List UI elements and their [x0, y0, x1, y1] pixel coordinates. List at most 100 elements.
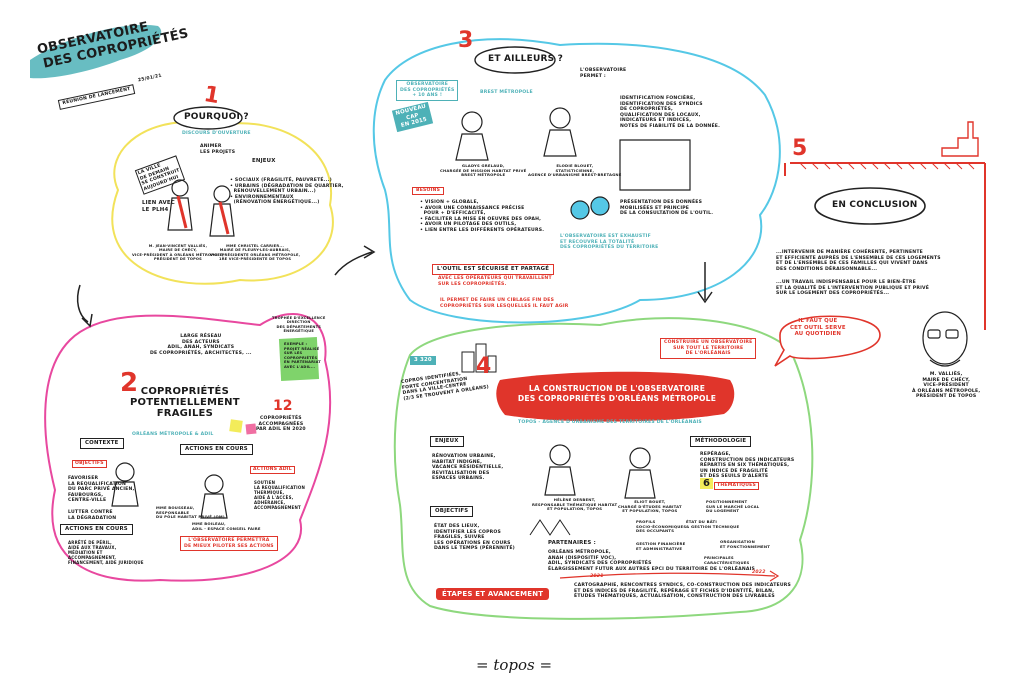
binoculars-icon	[570, 196, 610, 220]
section1-title: POURQUOI ?	[184, 112, 249, 122]
header: OBSERVATOIRE DES COPROPRIÉTÉS	[36, 19, 190, 72]
person-figures-section4	[544, 444, 656, 499]
conclusion-bubble	[814, 187, 926, 225]
section3-obs-permet: L'OBSERVATOIRE PERMET :	[580, 68, 627, 79]
section3-securise-sub: AVEC LES OPÉRATEURS QUI TRAVAILLENT SUR …	[438, 276, 552, 287]
section4-stat: 3 320	[410, 356, 436, 365]
section5-border	[784, 162, 986, 330]
et-ailleurs-bubble	[474, 46, 556, 74]
section3-observatoire: OBSERVATOIRE DES COPROPRIÉTÉS + 10 ANS !	[396, 80, 459, 101]
section4-enjeux-items: RÉNOVATION URBAINE, HABITAT INDIGNE, VAC…	[432, 454, 504, 482]
section4-methodo-items: REPÉRAGE, CONSTRUCTION DES INDICATEURS R…	[700, 452, 795, 480]
section5-person: M. VALLIÈS, MAIRE DE CHÉCY, VICE-PRÉSIDE…	[912, 372, 981, 400]
section3-permet-items: IDENTIFICATION FONCIÈRE, IDENTIFICATION …	[620, 96, 721, 129]
section3-person1: GLADYS GRELAUD, CHARGÉE DE MISSION HABIT…	[440, 163, 527, 178]
section4-banner: LA CONSTRUCTION DE L'OBSERVATOIRE DES CO…	[506, 384, 728, 404]
section5-quote2: ...UN TRAVAIL INDISPENSABLE POUR LE BIEN…	[776, 280, 930, 297]
section4-objectifs-items: ÉTAT DES LIEUX, IDENTIFIER LES COPROS FR…	[434, 524, 515, 552]
arrow-1-to-2	[76, 284, 89, 323]
section1-animer: ANIMER LES PROJETS	[200, 144, 236, 155]
section2-person-left: MME BOUSSEAU, RESPONSABLE DU PÔLE HABITA…	[156, 505, 225, 520]
buildings-icon	[461, 343, 497, 373]
section2-lutter: LUTTER CONTRE LA DÉGRADATION	[68, 510, 117, 521]
section4-theme6: PRINCIPALES CARACTÉRISTIQUES	[704, 555, 750, 565]
postit-pink	[245, 423, 257, 435]
section4-theme4: GESTION FINANCIÈRE ET ADMINISTRATIVE	[636, 541, 686, 551]
section1-enjeux-items: • SOCIAUX (FRAGILITÉ, PAUVRETÉ...) • URB…	[230, 178, 344, 206]
section5-title: EN CONCLUSION	[832, 200, 918, 210]
pourquoi-bubble	[173, 106, 243, 130]
pointing-hand-icon	[941, 121, 979, 157]
section1-person2: MME CHRISTEL CARRIER... MAIRE DE FLEURY-…	[210, 244, 301, 262]
section5-number: 5	[792, 136, 808, 161]
section4-partenaires-items: ORLÉANS MÉTROPOLE, ANAH (DISPOSITIF VOC)…	[548, 550, 756, 572]
section1-enjeux-label: ENJEUX	[252, 158, 276, 164]
arrow-2-to-3	[334, 251, 373, 276]
section2-accompagnees: COPROPRIÉTÉS ACCOMPAGNÉES PAR ADIL EN 20…	[256, 416, 306, 433]
section4-year-end: 2022	[752, 570, 766, 575]
section2-caption: ORLÉANS MÉTROPOLE & ADIL	[132, 432, 214, 437]
section2-contexte: CONTEXTE	[80, 438, 124, 449]
section2-reseau: LARGE RÉSEAU DES ACTEURS ADIL, ANAH, SYN…	[150, 334, 252, 356]
person-figures-section3	[455, 107, 691, 191]
section4-person2: ELIOT BOUET, CHARGÉ D'ÉTUDES HABITAT ET …	[618, 499, 682, 514]
section4-etapes: ÉTAPES ET AVANCEMENT	[436, 588, 550, 600]
section2-actions-right: ACTIONS EN COURS	[180, 444, 253, 455]
section3-presentation: PRÉSENTATION DES DONNÉES MOBILISÉES ET P…	[620, 200, 714, 217]
section2-outline	[44, 313, 332, 582]
section4-person1: HÉLÈNE DERBENT, RESPONSABLE THÉMATIQUE H…	[532, 497, 618, 512]
section4-theme2: ÉTAT DU BÂTI & GESTION TECHNIQUE	[686, 519, 740, 529]
section2-title-line2: POTENTIELLEMENT	[130, 397, 240, 408]
section1-caption: DISCOURS D'OUVERTURE	[182, 131, 251, 136]
section4-banner-line2: DES COPROPRIÉTÉS D'ORLÉANS MÉTROPOLE	[517, 394, 717, 403]
section1-person1: M. JEAN-VINCENT VALLIÈS, MAIRE DE CHÉCY,…	[132, 244, 224, 262]
section2-person-right: MME BOILEAU, ADIL - ESPACE CONSEIL FAIRE	[192, 521, 261, 531]
section3-brest: BREST MÉTROPOLE	[480, 90, 533, 95]
section4-theme1: POSITIONNEMENT SUR LE MARCHÉ LOCAL DU LO…	[706, 499, 760, 514]
section3-outline	[372, 38, 781, 324]
section2-big-number: 12	[273, 398, 293, 414]
section3-person2: ELODIE BLOUET, STATISTICIENNE, AGENCE D'…	[528, 163, 622, 178]
section4-caption: TOPOS - AGENCE D'URBANISME DES TERRITOIR…	[518, 420, 702, 425]
section4-construire: CONSTRUIRE UN OBSERVATOIRE SUR TOUT LE T…	[660, 338, 757, 359]
section4-methodologie: MÉTHODOLOGIE	[690, 436, 752, 447]
section4-theme5: ORGANISATION ET FONCTIONNEMENT	[720, 539, 771, 549]
section3-exhaustif: L'OBSERVATOIRE EST EXHAUSTIF ET RECOUVRE…	[560, 234, 659, 251]
section2-actions-left: ACTIONS EN COURS	[60, 524, 133, 535]
section4-six: 6	[700, 478, 713, 489]
portrait-section5	[922, 311, 968, 367]
section4-theme3: PROFILS SOCIO-ÉCONOMIQUES DES OCCUPANTS	[636, 519, 687, 534]
section4-banner-line1: LA CONSTRUCTION DE L'OBSERVATOIRE	[528, 384, 706, 393]
partners-hands-icon	[529, 519, 571, 536]
section3-securise: L'OUTIL EST SÉCURISÉ ET PARTAGÉ	[432, 264, 555, 275]
section4-enjeux: ENJEUX	[430, 436, 464, 447]
section4-thematiques: THÉMATIQUES	[714, 482, 760, 490]
section5-quote1: ...INTERVENIR DE MANIÈRE COHÉRENTE, PERT…	[776, 250, 941, 272]
section5-hatch	[799, 162, 975, 170]
section1-outline	[111, 120, 334, 285]
section1-lien: LIEN AVEC LE	[142, 200, 175, 213]
section4-etapes-items: CARTOGRAPHIE, RENCONTRES SYNDICS, CO-CON…	[574, 583, 792, 600]
section4-number: 4	[476, 354, 492, 379]
timeline-line	[559, 572, 776, 579]
section5-bubble: IL FAUT QUE CET OUTIL SERVE AU QUOTIDIEN	[790, 318, 846, 338]
section2-objectifs: OBJECTIFS	[72, 460, 107, 468]
section4-year-start: 2021	[590, 574, 604, 579]
section2-title-line3: FRAGILES	[156, 408, 213, 419]
section1-plh: PLH4	[152, 207, 169, 213]
postit-yellow	[229, 419, 243, 433]
person-figures-section2	[111, 462, 228, 519]
section3-number: 3	[458, 28, 474, 53]
section2-adil-items: SOUTIEN LA REQUALIFICATION THERMIQUE, AI…	[254, 480, 306, 510]
section2-obj-items: FAVORISER LA REQUALIFICATION DU PARC PRI…	[68, 476, 135, 504]
section3-title: ET AILLEURS ?	[488, 54, 564, 64]
section2-exemple: EXEMPLE : PROJET RÉALISÉ SUR LES COPROPR…	[284, 342, 321, 369]
section2-actions-adil: ACTIONS ADIL	[250, 466, 295, 474]
section3-besoins: BESOINS	[412, 187, 445, 195]
section4-banner-bg	[496, 371, 735, 422]
section2-title: COPROPRIÉTÉS POTENTIELLEMENT FRAGILES	[130, 386, 240, 419]
person-figures-section1	[167, 179, 235, 237]
section2-actions-items: ARRÊTÉ DE PÉRIL, AIDE AUX TRAVAUX, MÉDIA…	[68, 540, 144, 565]
postit-green	[278, 337, 320, 381]
